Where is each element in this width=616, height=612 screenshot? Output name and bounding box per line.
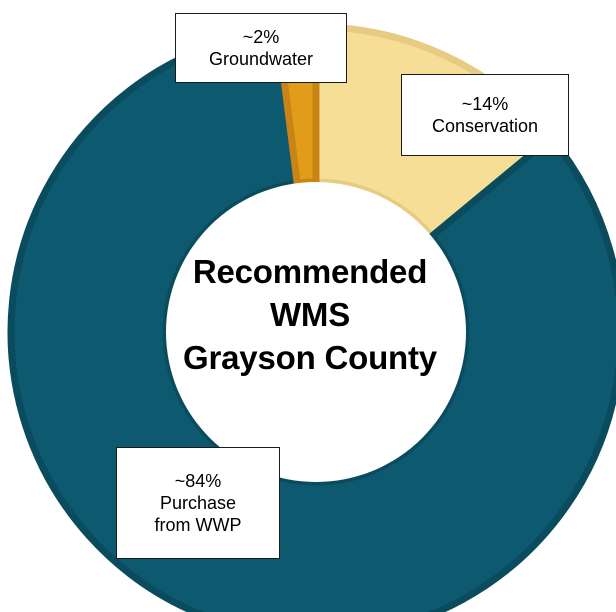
groundwater-percent-label: ~2%	[242, 27, 280, 47]
purchase-callout: ~84% Purchase from WWP	[116, 447, 280, 559]
groundwater-name-label: Groundwater	[208, 49, 314, 69]
purchase-name-label-2: from WWP	[154, 515, 242, 535]
center-title-line-3: Grayson County	[183, 339, 437, 376]
conservation-percent-label: ~14%	[461, 94, 509, 114]
purchase-percent-label: ~84%	[174, 471, 222, 491]
center-title-line-1: Recommended	[192, 253, 428, 290]
groundwater-callout: ~2% Groundwater	[175, 13, 347, 83]
purchase-name-label-1: Purchase	[159, 493, 237, 513]
center-title: Recommended WMS Grayson County	[160, 250, 460, 379]
donut-hole	[166, 182, 466, 482]
conservation-callout: ~14% Conservation	[401, 74, 569, 156]
center-title-line-2: WMS	[269, 296, 351, 333]
conservation-name-label: Conservation	[431, 116, 539, 136]
